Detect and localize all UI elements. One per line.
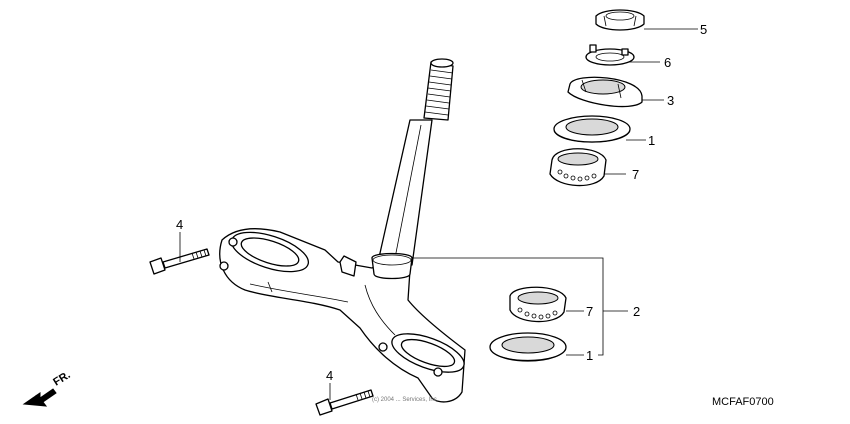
bearing-lower-part xyxy=(509,286,567,323)
leader-lines xyxy=(179,28,698,400)
diagram-code: MCFAF0700 xyxy=(712,396,774,408)
callout-bearing-upper: 7 xyxy=(632,167,639,182)
callout-dust-seal-lower: 1 xyxy=(586,348,593,363)
lock-washer-part xyxy=(585,44,635,66)
adjust-nut-part xyxy=(567,76,643,108)
bolt-upper xyxy=(149,248,210,275)
callout-bearing-lower: 7 xyxy=(586,304,593,319)
callout-dust-seal-upper: 1 xyxy=(648,133,655,148)
front-direction-label: FR. xyxy=(51,369,72,389)
callout-bolt-upper: 4 xyxy=(176,217,183,232)
bearing-upper-part xyxy=(549,148,607,187)
callout-bolt-lower: 4 xyxy=(326,368,333,383)
callout-stem-assembly: 2 xyxy=(633,304,640,319)
callout-adjust-nut: 3 xyxy=(667,93,674,108)
copyright-text: (c) 2004 ... Services, Inc. xyxy=(372,397,439,403)
dust-seal-lower-part xyxy=(489,332,567,362)
callout-lock-washer: 6 xyxy=(664,55,671,70)
front-direction-arrow-icon xyxy=(22,388,57,407)
bolt-lower xyxy=(315,389,374,416)
stem-nut-part xyxy=(595,9,645,31)
steering-stem-assembly xyxy=(219,58,466,403)
callout-nut-top: 5 xyxy=(700,22,707,37)
dust-seal-upper-part xyxy=(553,115,631,143)
